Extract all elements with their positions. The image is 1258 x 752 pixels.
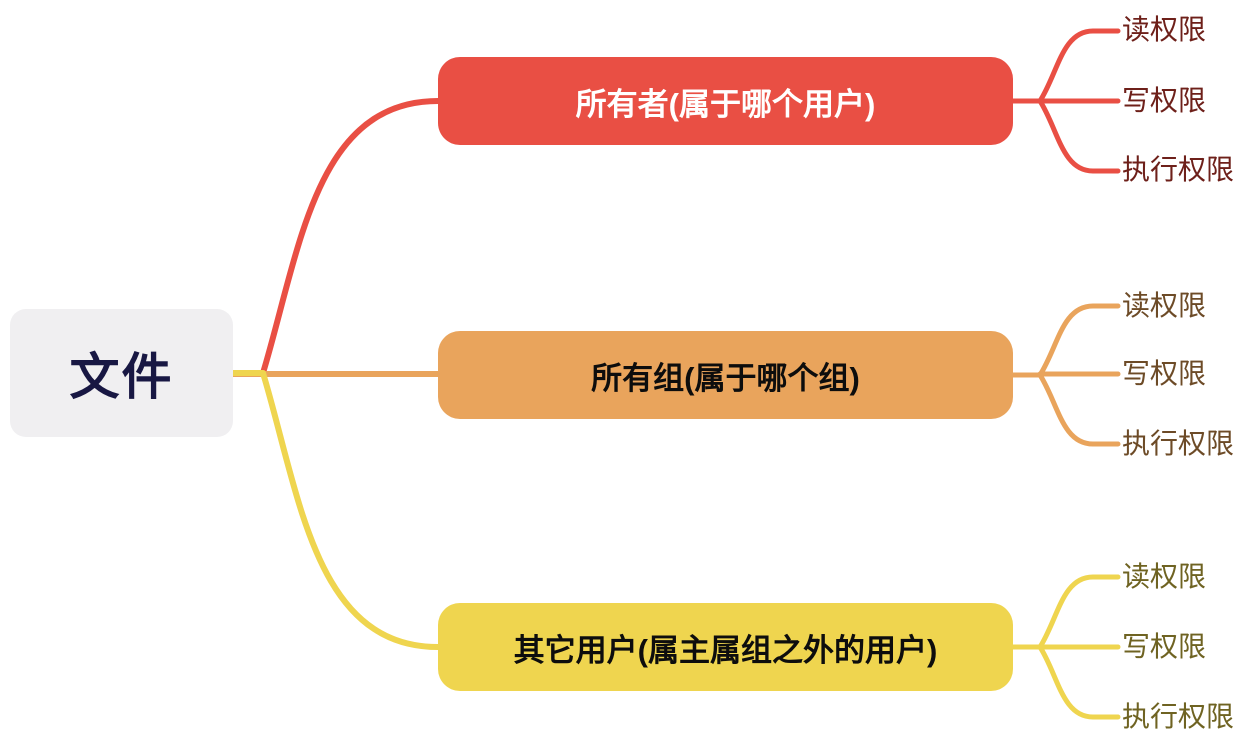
edge-root-to-owner xyxy=(230,98,441,376)
edge-owner-exec xyxy=(1037,98,1121,174)
branch-node-group[interactable]: 所有组(属于哪个组) xyxy=(438,331,1013,419)
leaf-node-others-read[interactable]: 读权限 xyxy=(1122,561,1207,592)
leaf-node-group-write[interactable]: 写权限 xyxy=(1122,358,1207,389)
branch-node-others[interactable]: 其它用户(属主属组之外的用户) xyxy=(438,603,1013,691)
edge-owner-read xyxy=(1037,28,1121,104)
leaf-node-group-execute[interactable]: 执行权限 xyxy=(1122,428,1235,459)
leaf-node-owner-execute[interactable]: 执行权限 xyxy=(1122,154,1235,185)
leaf-node-group-read[interactable]: 读权限 xyxy=(1122,290,1207,321)
branch-node-owner[interactable]: 所有者(属于哪个用户) xyxy=(438,57,1013,145)
leaf-node-others-write[interactable]: 写权限 xyxy=(1122,631,1207,662)
edge-others-exec xyxy=(1037,644,1121,720)
leaf-node-owner-read[interactable]: 读权限 xyxy=(1122,14,1207,45)
leaf-node-others-execute[interactable]: 执行权限 xyxy=(1122,701,1235,732)
edge-others-read xyxy=(1037,574,1121,650)
edge-group-exec xyxy=(1037,372,1121,447)
edge-root-to-others xyxy=(230,370,441,650)
root-node-file[interactable]: 文件 xyxy=(10,309,233,437)
leaf-node-owner-write[interactable]: 写权限 xyxy=(1122,85,1207,116)
edge-group-read xyxy=(1037,303,1121,378)
